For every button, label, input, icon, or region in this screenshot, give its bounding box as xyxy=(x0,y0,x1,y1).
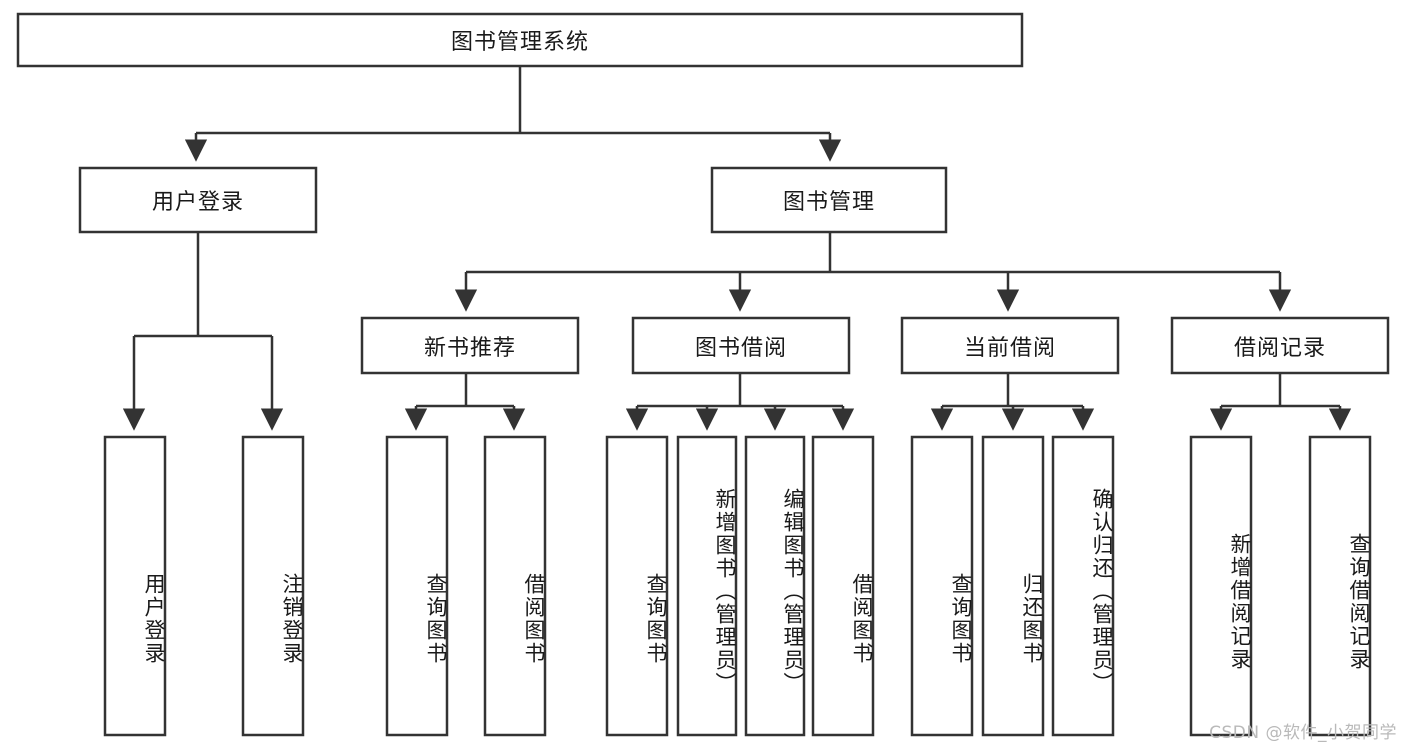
node-box-leaf-8[interactable] xyxy=(910,435,974,737)
node-box-borrow-record[interactable] xyxy=(1170,316,1390,375)
node-box-leaf-0[interactable] xyxy=(103,435,167,737)
edge-group-book-manage xyxy=(454,232,1292,312)
node-box-leaf-3[interactable] xyxy=(483,435,547,737)
edge-group-user-login xyxy=(122,232,284,431)
node-box-leaf-4[interactable] xyxy=(605,435,669,737)
edge-group-root xyxy=(184,66,842,162)
node-box-book-borrow[interactable] xyxy=(631,316,851,375)
node-box-new-book-rec[interactable] xyxy=(360,316,580,375)
node-box-leaf-5[interactable] xyxy=(676,435,738,737)
node-boxes xyxy=(16,12,1390,737)
node-box-leaf-10[interactable] xyxy=(1051,435,1115,737)
node-box-leaf-12[interactable] xyxy=(1308,435,1372,737)
edge-group-book-borrow xyxy=(625,373,855,431)
edge-group-current-borrow xyxy=(930,373,1095,431)
node-box-leaf-9[interactable] xyxy=(981,435,1045,737)
node-box-root[interactable] xyxy=(16,12,1024,68)
node-box-leaf-1[interactable] xyxy=(241,435,305,737)
node-box-leaf-7[interactable] xyxy=(811,435,875,737)
node-box-current-borrow[interactable] xyxy=(900,316,1120,375)
node-box-user-login[interactable] xyxy=(78,166,318,234)
edge-group-new-book-rec xyxy=(404,373,526,431)
node-box-leaf-11[interactable] xyxy=(1189,435,1253,737)
node-box-leaf-2[interactable] xyxy=(385,435,449,737)
watermark-text: CSDN @软件_小贺同学 xyxy=(1209,723,1397,743)
edge-group-borrow-record xyxy=(1209,373,1352,431)
node-box-book-manage[interactable] xyxy=(710,166,948,234)
node-box-leaf-6[interactable] xyxy=(744,435,806,737)
